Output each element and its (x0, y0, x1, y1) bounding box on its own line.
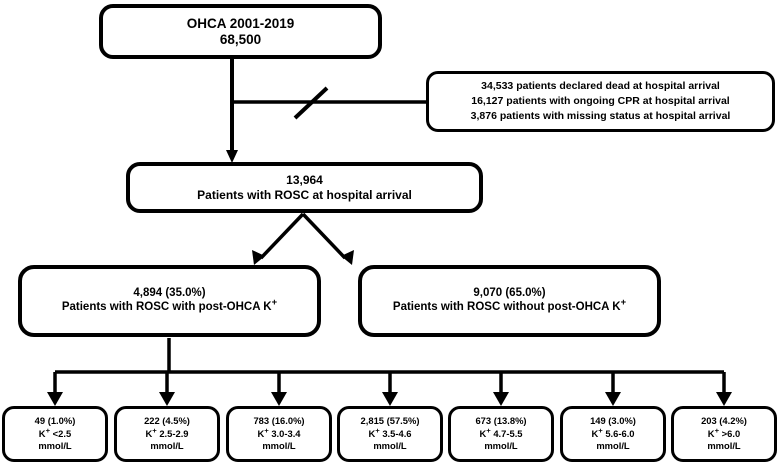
without-k-superscript-plus: + (620, 296, 627, 308)
ohca-cohort-count: 68,500 (219, 31, 262, 47)
k-bin-2-count: 222 (4.5%) (144, 414, 190, 426)
node-k-bin-6: 149 (3.0%) K+ 5.6-6.0 mmol/L (560, 406, 666, 462)
without-k-label: Patients with ROSC without post-OHCA K+ (392, 297, 626, 315)
node-k-bin-3: 783 (16.0%) K+ 3.0-3.4 mmol/L (226, 406, 332, 462)
k-bin-7-unit: mmol/L (707, 440, 741, 452)
k-bin-3-range: K+ 3.0-3.4 (257, 425, 301, 441)
node-k-bin-1: 49 (1.0%) K+ <2.5 mmol/L (2, 406, 108, 462)
node-exclusions: 34,533 patients declared dead at hospita… (426, 71, 775, 132)
k-bin-4-symbol: K (368, 427, 376, 439)
arrowhead-bin-1 (47, 392, 63, 406)
k-bin-4-count: 2,815 (57.5%) (360, 414, 420, 426)
k-bin-2-range-text: 2.5-2.9 (156, 427, 189, 439)
exclusion-line-1: 34,533 patients declared dead at hospita… (481, 80, 720, 93)
slash-break-mark (293, 86, 329, 120)
k-bin-5-superscript-plus: + (486, 425, 491, 435)
exclusion-line-2: 16,127 patients with ongoing CPR at hosp… (471, 95, 730, 108)
k-bin-5-range: K+ 4.7-5.5 (479, 425, 523, 441)
k-bin-4-range-text: 3.5-4.6 (379, 427, 412, 439)
edge-rosc-to-without-k (301, 212, 347, 260)
node-ohca-cohort: OHCA 2001-2019 68,500 (99, 4, 382, 59)
arrowhead-without-k (341, 250, 354, 265)
node-k-bin-7: 203 (4.2%) K+ >6.0 mmol/L (671, 406, 777, 462)
rosc-count: 13,964 (286, 173, 323, 188)
k-bin-5-symbol: K (479, 427, 487, 439)
node-k-bin-5: 673 (13.8%) K+ 4.7-5.5 mmol/L (448, 406, 554, 462)
ohca-cohort-title: OHCA 2001-2019 (186, 15, 295, 31)
k-bin-2-unit: mmol/L (150, 440, 184, 452)
k-bin-1-symbol: K (38, 427, 46, 439)
k-bin-3-count: 783 (16.0%) (253, 414, 305, 426)
k-bin-7-symbol: K (707, 427, 715, 439)
with-k-superscript-plus: + (271, 296, 278, 308)
k-bin-1-unit: mmol/L (38, 440, 72, 452)
arrowhead-bin-7 (716, 392, 732, 406)
k-bin-2-superscript-plus: + (152, 425, 157, 435)
k-bin-1-range-text: <2.5 (50, 427, 72, 439)
k-bin-7-range-text: >6.0 (719, 427, 741, 439)
k-bin-4-unit: mmol/L (373, 440, 407, 452)
k-bin-6-range-text: 5.6-6.0 (602, 427, 635, 439)
arrowhead-bin-6 (605, 392, 621, 406)
k-bin-2-range: K+ 2.5-2.9 (145, 425, 189, 441)
node-without-post-ohca-potassium: 9,070 (65.0%) Patients with ROSC without… (358, 265, 661, 337)
with-k-label: Patients with ROSC with post-OHCA K+ (61, 297, 277, 315)
k-bin-1-count: 49 (1.0%) (34, 414, 76, 426)
with-k-label-text: Patients with ROSC with post-OHCA K (61, 301, 272, 313)
arrowhead-root-to-rosc (226, 150, 238, 163)
node-k-bin-4: 2,815 (57.5%) K+ 3.5-4.6 mmol/L (337, 406, 443, 462)
arrowhead-bin-4 (382, 392, 398, 406)
node-k-bin-2: 222 (4.5%) K+ 2.5-2.9 mmol/L (114, 406, 220, 462)
k-bin-1-superscript-plus: + (45, 425, 51, 435)
k-bin-5-range-text: 4.7-5.5 (490, 427, 523, 439)
rosc-label: Patients with ROSC at hospital arrival (197, 187, 412, 202)
k-bin-5-unit: mmol/L (484, 440, 518, 452)
bin-arrowheads (47, 392, 732, 406)
k-bin-1-range: K+ <2.5 (38, 425, 72, 441)
without-k-count: 9,070 (65.0%) (473, 287, 546, 300)
k-bin-6-count: 149 (3.0%) (590, 414, 636, 426)
exclusion-line-3: 3,876 patients with missing status at ho… (470, 109, 731, 122)
without-k-label-text: Patients with ROSC without post-OHCA K (392, 301, 621, 313)
k-bin-7-superscript-plus: + (714, 425, 720, 435)
k-bin-7-count: 203 (4.2%) (701, 414, 747, 426)
k-bin-6-range: K+ 5.6-6.0 (591, 425, 635, 441)
arrowhead-with-k (252, 250, 265, 265)
k-bin-4-range: K+ 3.5-4.6 (368, 425, 412, 441)
k-bin-6-unit: mmol/L (596, 440, 630, 452)
k-bin-3-unit: mmol/L (262, 440, 296, 452)
k-bin-3-symbol: K (257, 427, 265, 439)
arrowhead-bin-5 (493, 392, 509, 406)
node-with-post-ohca-potassium: 4,894 (35.0%) Patients with ROSC with po… (18, 265, 321, 337)
k-bin-6-superscript-plus: + (598, 425, 603, 435)
edge-rosc-to-with-k (259, 212, 305, 260)
node-rosc-at-hospital-arrival: 13,964 Patients with ROSC at hospital ar… (126, 162, 483, 213)
arrowhead-bin-2 (159, 392, 175, 406)
k-bin-3-range-text: 3.0-3.4 (268, 427, 301, 439)
k-bin-2-symbol: K (145, 427, 153, 439)
arrowhead-bin-3 (271, 392, 287, 406)
k-bin-4-superscript-plus: + (375, 425, 380, 435)
k-bin-6-symbol: K (591, 427, 599, 439)
k-bin-7-range: K+ >6.0 (707, 425, 741, 441)
k-bin-3-superscript-plus: + (264, 425, 269, 435)
with-k-count: 4,894 (35.0%) (133, 287, 206, 300)
k-bin-5-count: 673 (13.8%) (475, 414, 527, 426)
